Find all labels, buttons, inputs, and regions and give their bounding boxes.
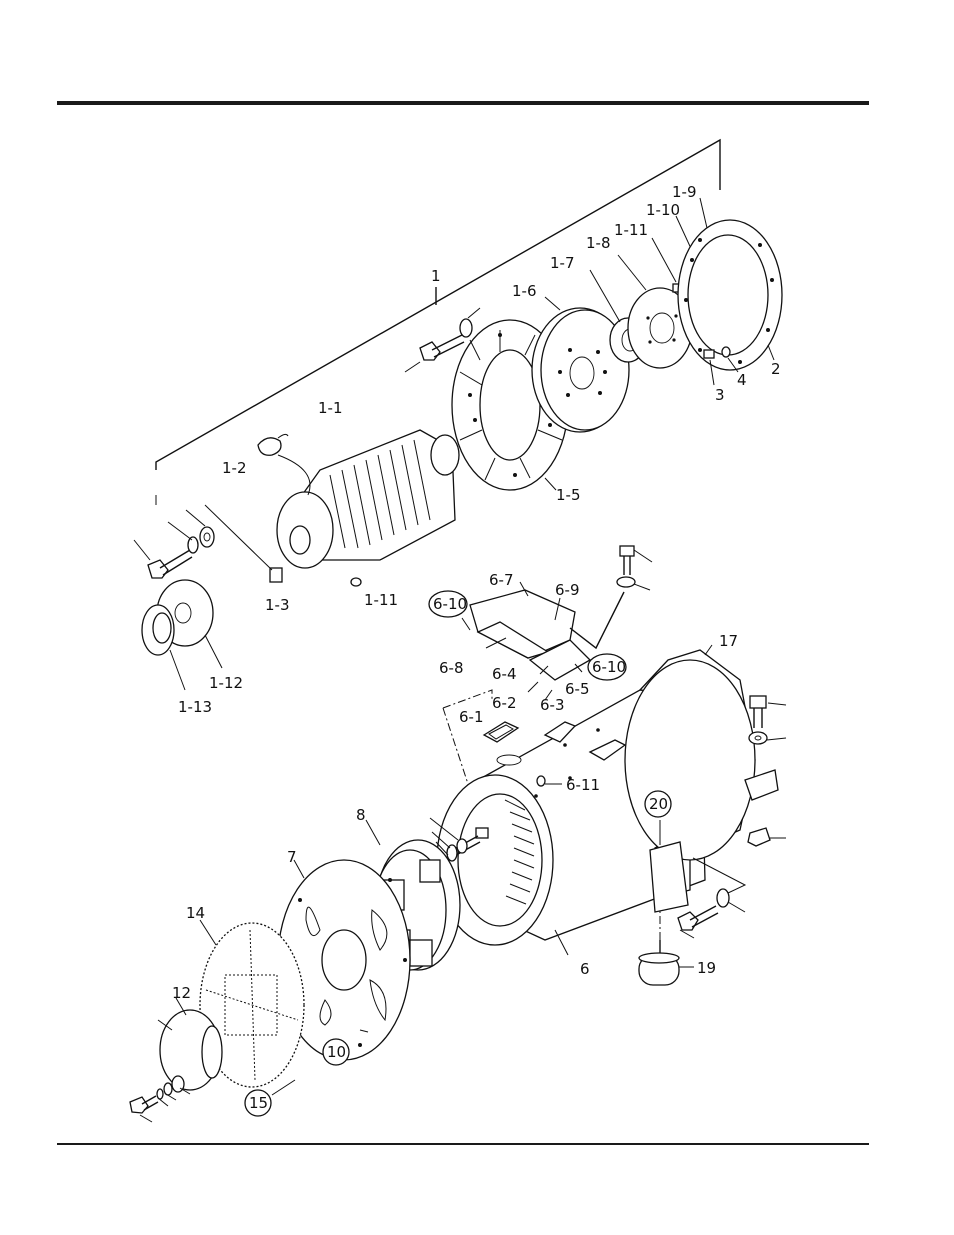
bolt-terminal-box [570,546,652,648]
callout-1-12: 1-12 [209,674,243,692]
callout-4: 4 [737,371,747,389]
callout-1-7: 1-7 [550,254,575,272]
callout-6-10-right: 6-10 [592,658,626,676]
callout-1-2: 1-2 [222,459,247,477]
callout-14: 14 [186,904,205,922]
part-3-bolt [704,350,714,385]
callout-20: 20 [649,795,668,813]
callout-1-8: 1-8 [586,234,611,252]
rotor-part [270,430,459,582]
callout-10: 10 [327,1043,346,1061]
callout-1-11-lower: 1-11 [364,591,398,609]
callout-1-9: 1-9 [672,183,697,201]
callout-19: 19 [697,959,716,977]
callout-17: 17 [719,632,738,650]
callout-6-2: 6-2 [492,694,517,712]
callout-1-13: 1-13 [178,698,212,716]
callout-12: 12 [172,984,191,1002]
callout-6-3: 6-3 [540,696,565,714]
callout-6-10-left: 6-10 [433,595,467,613]
bolt-bottom-left [130,1076,190,1122]
part-1-6-disc [532,297,629,432]
callout-1-6: 1-6 [512,282,537,300]
callout-6-7: 6-7 [489,571,514,589]
callout-8: 8 [356,806,366,824]
callout-1: 1 [431,267,441,285]
callout-6-9: 6-9 [555,581,580,599]
callout-15: 15 [249,1094,268,1112]
callout-1-5: 1-5 [556,486,581,504]
part-1-11-nut [351,578,361,586]
callout-1-10: 1-10 [646,201,680,219]
part-2-ring [678,220,782,370]
callout-6-11: 6-11 [566,776,600,794]
callout-6-8: 6-8 [439,659,464,677]
callout-6-4: 6-4 [492,665,517,683]
part-6-1-gasket [484,722,518,742]
part-1-2 [258,434,310,495]
callout-1-1: 1-1 [318,399,343,417]
part-19-mount [639,940,694,985]
bolt-upper-left [134,495,272,578]
part-1-11-upper [652,238,680,292]
callout-6-1: 6-1 [459,708,484,726]
callout-6: 6 [580,960,590,978]
leader-15 [272,1080,295,1095]
callout-7: 7 [287,848,297,866]
callout-6-5: 6-5 [565,680,590,698]
callout-1-11-upper: 1-11 [614,221,648,239]
callout-1-3: 1-3 [265,596,290,614]
callout-2: 2 [771,360,781,378]
callout-3: 3 [715,386,725,404]
part-17-cover [625,645,778,860]
